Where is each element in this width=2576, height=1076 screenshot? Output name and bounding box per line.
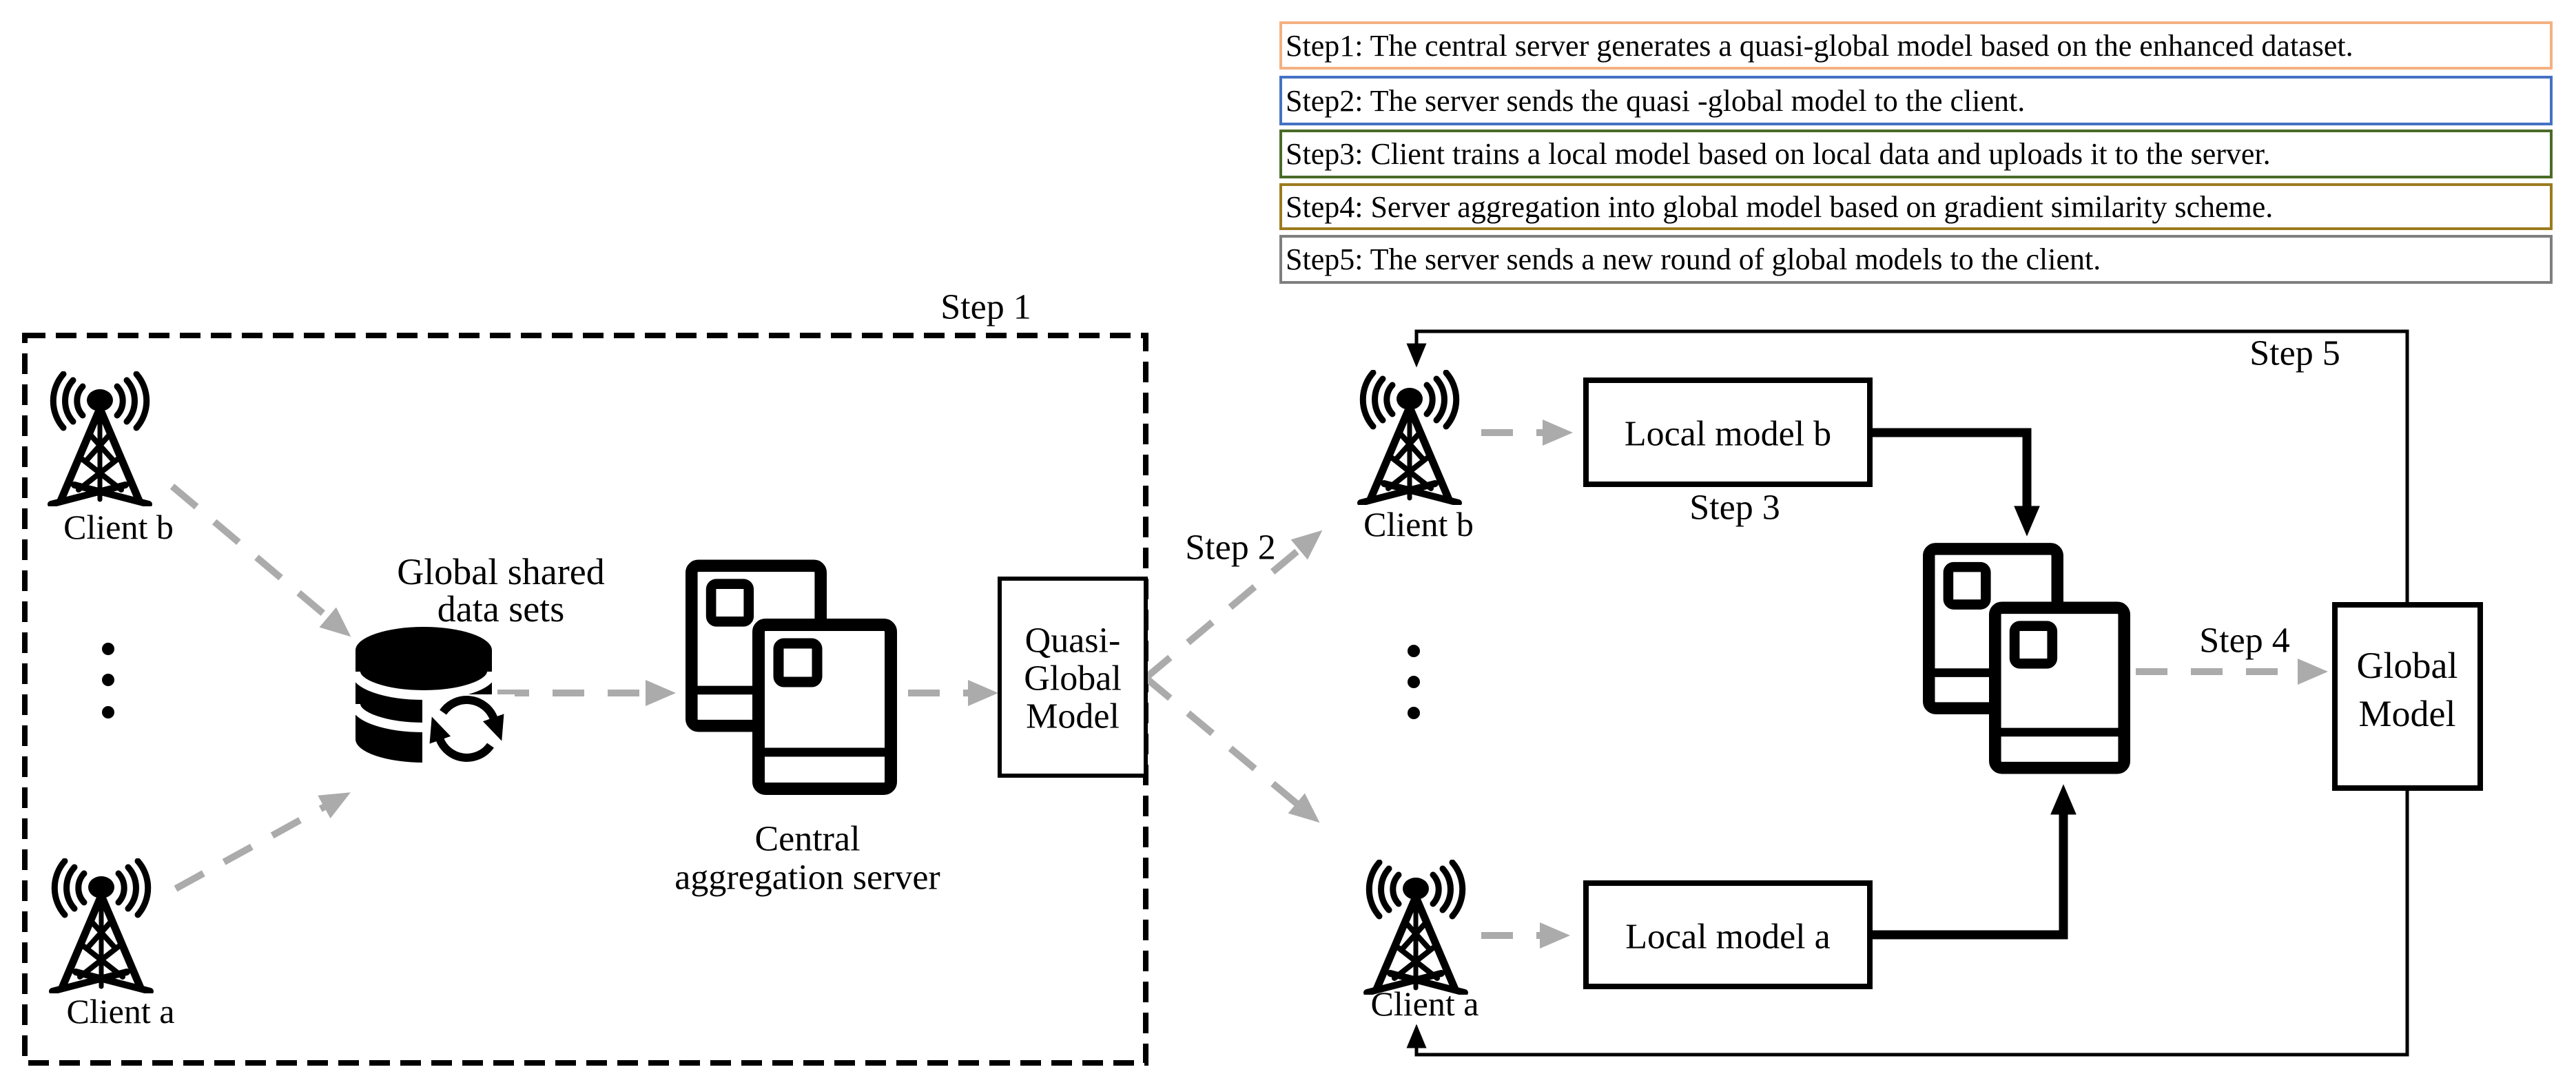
step3-marker-label: Step 3 (1689, 488, 1780, 528)
global-model-label-line1: Global (2357, 645, 2458, 686)
cell-tower-icon-client-b-right (1361, 373, 1459, 503)
database-icon (351, 627, 515, 765)
local-model-b-label: Local model b (1625, 415, 1831, 454)
connector-localb-to-aggregator (1870, 428, 2040, 537)
legend-step5: Step5: The server sends a new round of g… (1279, 235, 2553, 284)
quasi-model-label-line1: Quasi- (1025, 621, 1121, 661)
step4-marker-label: Step 4 (2199, 621, 2289, 661)
legend-step3: Step3: Client trains a local model based… (1279, 130, 2553, 178)
dataset-label-line2: data sets (437, 588, 564, 630)
quasi-model-label-line3: Model (1026, 697, 1120, 736)
gradient-aggregation-server-icon (1929, 549, 2124, 768)
legend-step1: Step1: The central server generates a qu… (1279, 21, 2553, 70)
arrow-step2-to-clienta (1143, 675, 1320, 823)
arrow-clientb-to-dataset (169, 484, 351, 637)
global-model-label-line2: Model (2359, 693, 2456, 734)
arrow-step2-to-clientb (1143, 530, 1323, 681)
server-card-front-right (1995, 608, 2124, 767)
legend-step4-text: Step4: Server aggregation into global mo… (1286, 189, 2274, 224)
local-model-a-box (1583, 880, 1873, 989)
client-a-left-label: Client a (67, 992, 175, 1031)
local-model-b-box (1583, 377, 1873, 487)
global-model-box (2332, 602, 2483, 791)
connector-locala-to-aggregator (1870, 784, 2077, 940)
central-aggregation-server-icon (692, 566, 891, 789)
local-model-a-label: Local model a (1625, 918, 1830, 957)
ellipsis-left (102, 643, 114, 718)
step1-dashed-boundary (22, 333, 1148, 1066)
legend-step4: Step4: Server aggregation into global mo… (1279, 183, 2553, 230)
quasi-global-model-box (998, 577, 1148, 778)
refresh-icon (429, 696, 504, 762)
step2-marker-label: Step 2 (1185, 528, 1275, 568)
client-a-right-label: Client a (1371, 984, 1479, 1023)
ellipsis-right (1408, 645, 1420, 719)
client-b-right-label: Client b (1363, 505, 1474, 544)
legend-step2: Step2: The server sends the quasi -globa… (1279, 76, 2553, 125)
cell-tower-icon-client-b-left (51, 374, 149, 504)
step5-top-feedback-line (1406, 329, 2409, 605)
legend-step3-text: Step3: Client trains a local model based… (1286, 137, 2271, 171)
legend-step5-text: Step5: The server sends a new round of g… (1286, 242, 2101, 276)
client-b-left-label: Client b (63, 508, 174, 546)
arrow-clienta-to-dataset (174, 792, 351, 892)
legend-step1-text: Step1: The central server generates a qu… (1286, 28, 2353, 63)
cell-tower-icon-client-a-left (52, 861, 150, 991)
central-server-label-line1: Central (754, 820, 860, 859)
cell-tower-icon-client-a-right (1367, 862, 1465, 993)
step5-bottom-feedback-line (1406, 788, 2409, 1057)
step1-marker-label: Step 1 (940, 288, 1031, 327)
server-card-front-left (759, 625, 891, 789)
quasi-model-label-line2: Global (1024, 659, 1122, 699)
step5-marker-label: Step 5 (2249, 334, 2340, 373)
dataset-label-line1: Global shared (397, 551, 604, 592)
legend-step2-text: Step2: The server sends the quasi -globa… (1286, 83, 2026, 118)
central-server-label-line2: aggregation server (674, 858, 940, 898)
